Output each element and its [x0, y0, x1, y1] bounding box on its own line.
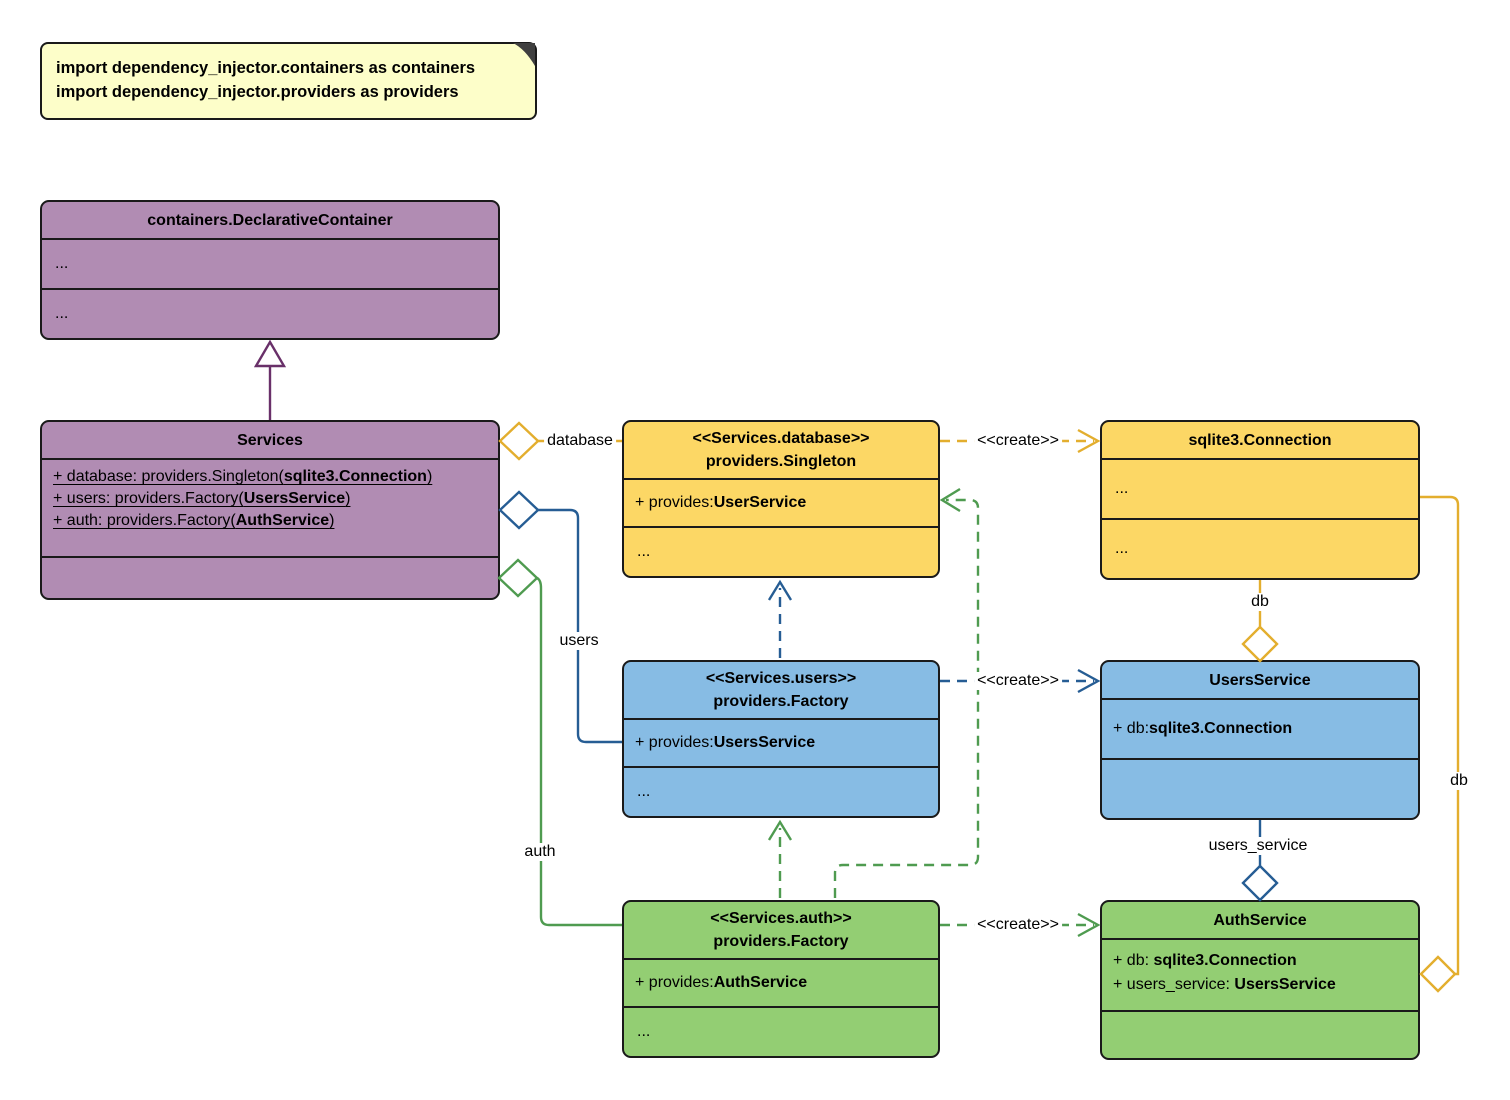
database-diamond-icon [498, 421, 540, 461]
users-service-attribute-db: + db: sqlite3.Connection [1102, 698, 1418, 758]
db-auth-diamond-icon [1419, 955, 1457, 993]
edge-label-db-auth: db [1447, 772, 1471, 790]
auth-depends-users-arrowhead-icon [767, 819, 793, 841]
provider-database-dots: ... [624, 526, 938, 576]
provider-users-factory: <<Services.users>> providers.Factory + p… [622, 660, 940, 818]
imports-note: import dependency_injector.containers as… [40, 42, 537, 120]
class-sqlite3-connection-title: sqlite3.Connection [1188, 431, 1332, 449]
provider-users-dots: ... [624, 766, 938, 816]
provider-database-stereotype: <<Services.database>> [692, 430, 870, 447]
create-database-arrowhead-icon [1077, 428, 1101, 454]
provider-auth-factory-title: <<Services.auth>> providers.Factory [624, 902, 938, 958]
class-sqlite3-connection-section-2: ... [1102, 518, 1418, 578]
provider-database-classname: providers.Singleton [705, 453, 857, 470]
edge-label-create-auth: <<create>> [974, 916, 1062, 934]
class-users-service: UsersService + db: sqlite3.Connection [1100, 660, 1420, 820]
provider-users-classname: providers.Factory [713, 693, 849, 710]
class-auth-service: AuthService + db: sqlite3.Connection + u… [1100, 900, 1420, 1060]
edge-users [538, 508, 622, 744]
edge-db-auth-service [1420, 495, 1460, 976]
provider-auth-classname: providers.Factory [713, 933, 849, 950]
edge-auth [536, 576, 622, 927]
provider-database-singleton: <<Services.database>> providers.Singleto… [622, 420, 940, 578]
class-declarative-container-section-2: ... [42, 288, 498, 338]
edge-label-users: users [556, 632, 602, 650]
class-sqlite3-connection-section-1: ... [1102, 458, 1418, 518]
provider-auth-factory: <<Services.auth>> providers.Factory + pr… [622, 900, 940, 1058]
provider-users-stereotype: <<Services.users>> [705, 670, 857, 687]
provider-database-singleton-title: <<Services.database>> providers.Singleto… [624, 422, 938, 478]
edge-label-auth: auth [521, 843, 559, 861]
auth-service-empty-section [1102, 1010, 1418, 1058]
users-diamond-icon [498, 490, 540, 530]
class-declarative-container: containers.DeclarativeContainer ... ... [40, 200, 500, 340]
note-line-2: import dependency_injector.providers as … [56, 83, 459, 101]
note-line-1: import dependency_injector.containers as… [56, 59, 476, 77]
provider-users-provides: + provides: UsersService [624, 718, 938, 766]
services-attribute-users: + users: providers.Factory(UsersService) [53, 490, 351, 507]
edge-label-database: database [544, 432, 616, 450]
provider-auth-dots: ... [624, 1006, 938, 1056]
auth-depends-database-arrowhead-icon [939, 487, 961, 513]
auth-service-attribute-users-service: + users_service: UsersService [1113, 976, 1336, 993]
services-empty-section [42, 556, 498, 598]
create-users-arrowhead-icon [1077, 668, 1101, 694]
note-fold-icon [513, 43, 535, 66]
provider-auth-provides: + provides: AuthService [624, 958, 938, 1006]
class-auth-service-title: AuthService [1213, 911, 1307, 929]
provider-auth-stereotype: <<Services.auth>> [710, 910, 852, 927]
db-users-diamond-icon [1241, 625, 1279, 663]
services-attribute-database: + database: providers.Singleton(sqlite3.… [53, 468, 433, 485]
edge-label-create-database: <<create>> [974, 432, 1062, 450]
users-service-diamond-icon [1241, 864, 1279, 902]
inheritance-triangle-icon [253, 339, 287, 368]
services-attributes: + database: providers.Singleton(sqlite3.… [42, 458, 498, 556]
edge-label-create-users: <<create>> [974, 672, 1062, 690]
services-attribute-auth: + auth: providers.Factory(AuthService) [53, 512, 335, 529]
class-services: Services + database: providers.Singleton… [40, 420, 500, 600]
class-users-service-title: UsersService [1209, 671, 1311, 689]
auth-service-attribute-db: + db: sqlite3.Connection [1113, 952, 1297, 969]
class-sqlite3-connection: sqlite3.Connection ... ... [1100, 420, 1420, 580]
class-services-title: Services [237, 431, 303, 449]
class-declarative-container-section-1: ... [42, 238, 498, 288]
create-auth-arrowhead-icon [1077, 912, 1101, 938]
auth-service-attributes: + db: sqlite3.Connection + users_service… [1102, 938, 1418, 1010]
edge-label-users-service: users_service [1205, 837, 1311, 855]
provider-database-provides: + provides: UserService [624, 478, 938, 526]
edge-label-db-users: db [1248, 593, 1272, 611]
auth-diamond-icon [497, 558, 539, 598]
users-depends-arrowhead-icon [767, 579, 793, 601]
provider-users-factory-title: <<Services.users>> providers.Factory [624, 662, 938, 718]
class-declarative-container-title: containers.DeclarativeContainer [147, 211, 393, 229]
users-service-empty-section [1102, 758, 1418, 818]
